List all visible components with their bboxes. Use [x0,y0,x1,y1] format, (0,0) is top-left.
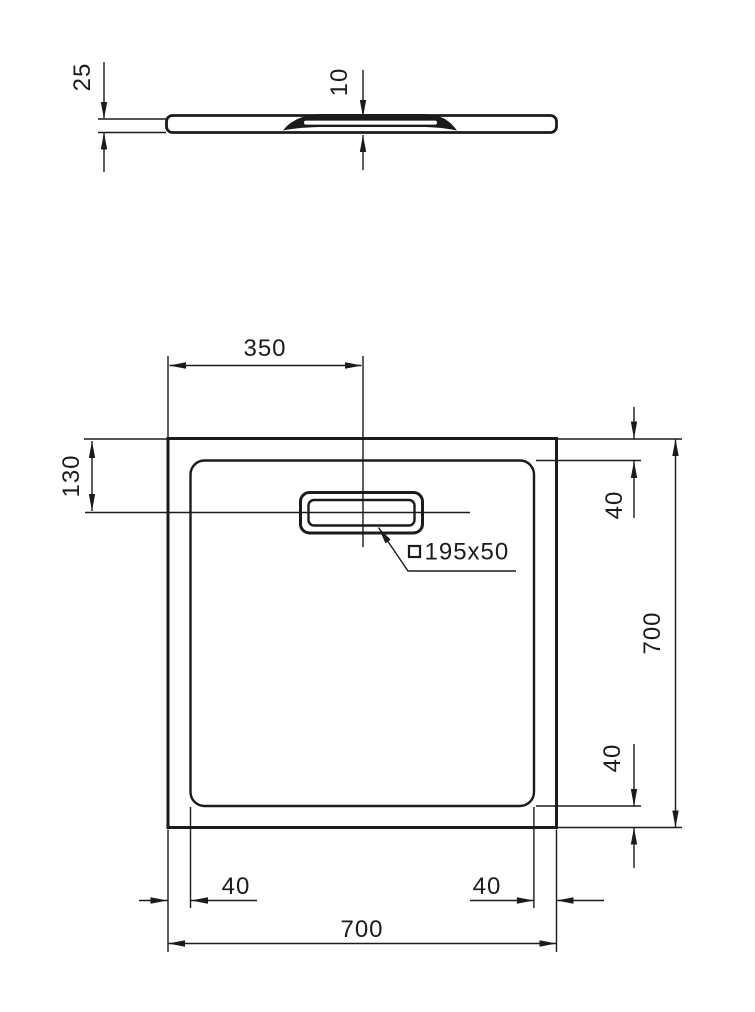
leader-line [377,527,516,572]
dim-overall-width: 700 [168,916,557,947]
side-drain-recess-slot [304,120,437,125]
dimension-arrowheads [359,100,367,152]
dim-drain-offset-y-label: 130 [58,454,85,497]
dim-overall-width-label: 700 [340,916,383,943]
dim-margin-right-label: 40 [473,873,502,900]
dim-margin-left: 40 [139,807,257,952]
dimension-lines [167,356,364,547]
dim-overall-depth: 700 [639,439,679,828]
dimension-arrowheads [630,789,638,845]
dim-overall-depth-label: 700 [639,611,666,654]
dim-margin-top: 40 [536,407,682,519]
plan-view: 350 130 195x50 40 700 [58,335,682,952]
dim-recess-depth: 10 [326,68,367,170]
dim-margin-left-label: 40 [222,873,251,900]
dimension-arrowheads [630,421,638,478]
square-symbol-icon [407,544,422,559]
dim-margin-right: 40 [470,807,604,952]
drain-size-callout: 195x50 [377,527,516,572]
dim-drain-offset-x: 350 [167,335,364,547]
dim-margin-bottom: 40 [536,744,682,868]
dimension-arrowheads [150,897,208,904]
dim-profile-height: 25 [69,62,166,172]
leader-arrowhead [378,527,391,544]
dim-drain-offset-y: 130 [58,438,470,514]
dim-profile-height-label: 25 [69,63,96,92]
dim-drain-offset-x-label: 350 [243,335,286,362]
dimension-arrowheads [88,441,96,511]
dimension-arrowheads [100,102,108,150]
plan-inner-edge [189,459,536,808]
dimension-lines [470,807,604,952]
dimension-lines [536,744,682,868]
dim-margin-top-label: 40 [601,491,628,520]
dimension-lines [98,62,166,172]
side-view: 25 10 [69,62,558,172]
drain-size-label: 195x50 [425,539,510,566]
dimension-arrowheads [516,897,574,904]
dim-recess-depth-label: 10 [326,68,353,97]
dim-margin-bottom-label: 40 [599,744,626,773]
